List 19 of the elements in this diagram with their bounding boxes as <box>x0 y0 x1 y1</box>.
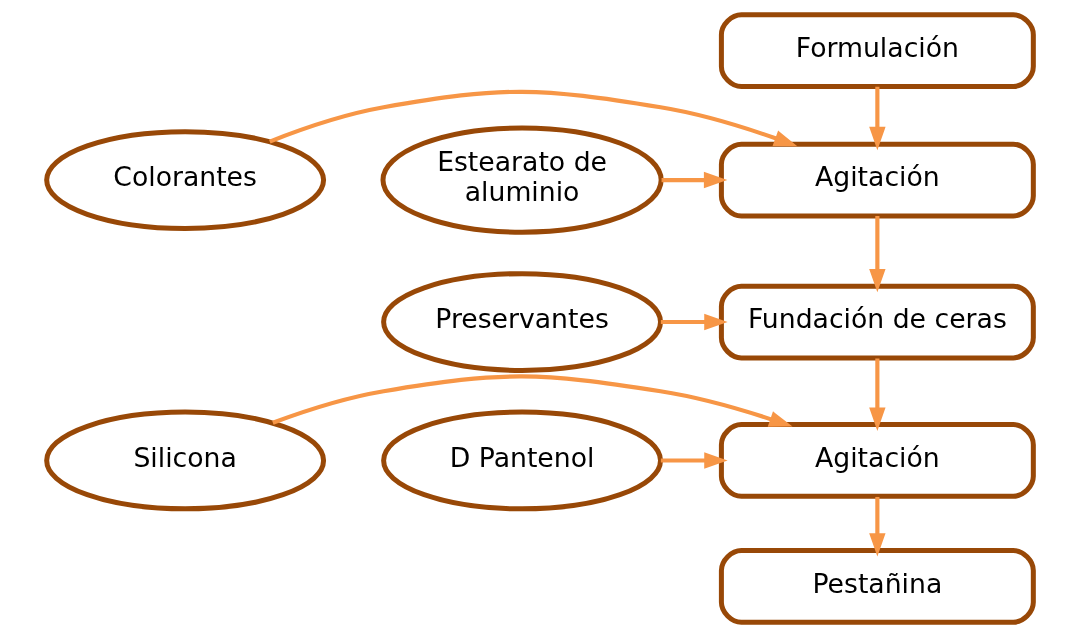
arrow <box>869 496 886 557</box>
node-box: Agitación <box>718 422 1036 499</box>
arrow <box>869 358 886 431</box>
arrow <box>272 374 793 427</box>
node-box: Pestañina <box>718 548 1036 625</box>
node-ellipse: Silicona <box>44 409 327 512</box>
arrow <box>869 86 886 151</box>
arrow <box>269 89 798 147</box>
node-box: Formulación <box>718 12 1036 89</box>
arrow <box>660 313 728 331</box>
node-box: Fundación de ceras <box>718 283 1036 361</box>
arrow <box>661 171 728 189</box>
node-ellipse: Estearato de aluminio <box>380 125 664 235</box>
node-ellipse: D Pantenol <box>381 409 663 512</box>
node-ellipse: Colorantes <box>44 129 327 231</box>
node-box: Agitación <box>718 141 1036 219</box>
arrow <box>869 216 886 293</box>
node-ellipse: Preservantes <box>381 271 663 373</box>
arrow <box>660 452 728 469</box>
